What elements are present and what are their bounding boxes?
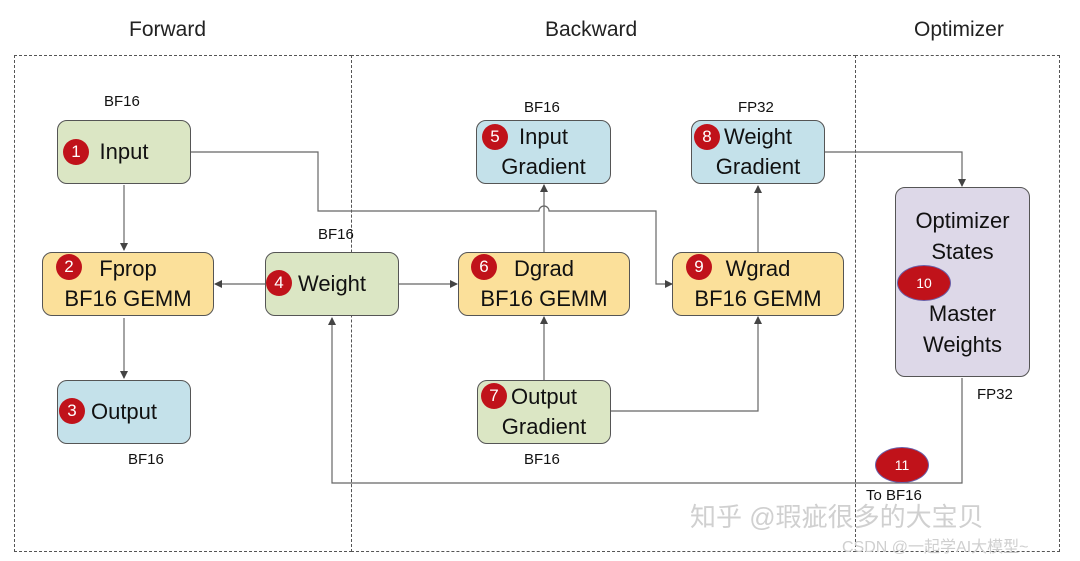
badge-8: 8 — [694, 124, 720, 150]
output-precision: BF16 — [128, 451, 164, 468]
optimizer-label: Optimizer States Master Weights — [915, 207, 1010, 357]
output-gradient-label: Output Gradient — [501, 384, 587, 439]
arrow-optimizer-to-weight — [328, 317, 963, 484]
weight-gradient-precision: FP32 — [738, 99, 774, 116]
badge-9: 9 — [686, 254, 712, 280]
badge-4: 4 — [266, 270, 292, 296]
badge-11: 11 — [875, 447, 929, 483]
dgrad-node: Dgrad BF16 GEMM — [458, 252, 630, 316]
wgrad-node: Wgrad BF16 GEMM — [672, 252, 844, 316]
dgrad-label: Dgrad BF16 GEMM — [480, 256, 608, 311]
badge-3: 3 — [59, 398, 85, 424]
input-precision: BF16 — [104, 93, 140, 110]
optimizer-title: Optimizer — [914, 18, 1004, 41]
input-gradient-label: Input Gradient — [501, 124, 586, 179]
badge-1: 1 — [63, 139, 89, 165]
cast-label: To BF16 — [866, 487, 922, 504]
badge-2: 2 — [56, 254, 82, 280]
badge-5: 5 — [482, 124, 508, 150]
arrow-weight-gradient-to-optimizer — [825, 151, 966, 187]
wgrad-label: Wgrad BF16 GEMM — [694, 256, 822, 311]
weight-precision: BF16 — [318, 226, 354, 243]
fprop-label: Fprop BF16 GEMM — [64, 256, 192, 311]
arrow-output-gradient-to-wgrad — [611, 316, 762, 412]
badge-6: 6 — [471, 254, 497, 280]
input-gradient-precision: BF16 — [524, 99, 560, 116]
csdn-watermark: CSDN @一起学AI大模型~ — [842, 539, 1029, 556]
output-gradient-precision: BF16 — [524, 451, 560, 468]
optimizer-precision: FP32 — [977, 386, 1013, 403]
optimizer-panel — [855, 55, 1060, 552]
weight-gradient-node: Weight Gradient — [691, 120, 825, 184]
badge-7: 7 — [481, 383, 507, 409]
weight-gradient-label: Weight Gradient — [715, 124, 801, 179]
output-label: Output — [90, 399, 158, 424]
weight-label: Weight — [297, 271, 367, 296]
forward-title: Forward — [129, 18, 207, 41]
backward-title: Backward — [545, 18, 638, 41]
input-label: Input — [99, 139, 149, 164]
badge-10: 10 — [897, 265, 951, 301]
zhihu-watermark: 知乎 @瑕疵很多的大宝贝 — [690, 502, 984, 532]
